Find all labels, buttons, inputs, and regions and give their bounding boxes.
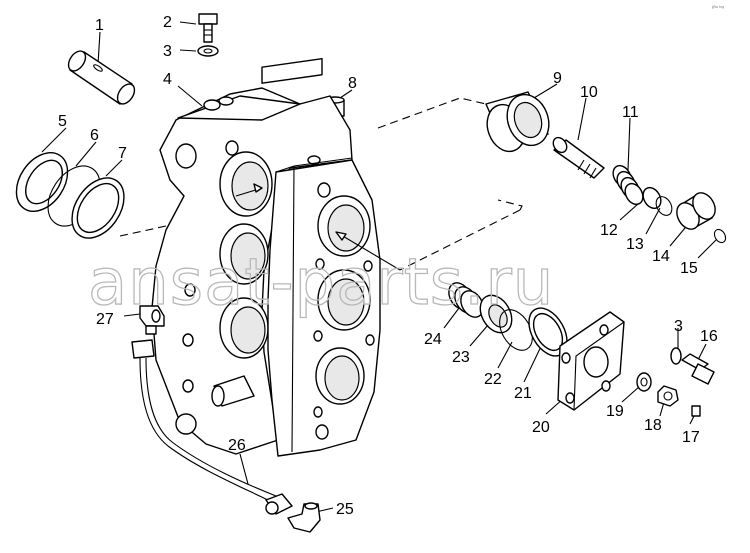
callout-8: 8	[348, 75, 357, 92]
part-14-cap	[676, 192, 716, 230]
callout-9: 9	[553, 70, 562, 87]
callout-13: 13	[626, 236, 644, 253]
part-23-piston	[479, 294, 513, 334]
callout-27: 27	[96, 311, 114, 328]
part-5-seal	[15, 152, 69, 212]
part-3-washer	[197, 45, 219, 57]
part-10-screw	[552, 136, 605, 179]
part-21-seal	[528, 307, 568, 357]
callout-5: 5	[58, 113, 67, 130]
callout-20: 20	[532, 419, 550, 436]
callout-labels: 1 2 3 4 5 6 7 8 9 10 11 12 13 14 15 3 16…	[58, 14, 718, 518]
part-16-bolt	[681, 353, 715, 385]
callout-17: 17	[682, 429, 700, 446]
corner-mark: #ᵗᵃ ᵇʳᵍ	[712, 5, 724, 11]
callout-18: 18	[644, 417, 662, 434]
callout-24: 24	[424, 331, 442, 348]
watermark: ansat-parts.ru	[88, 246, 554, 320]
part-25-elbow	[287, 502, 321, 533]
part-9-piston	[485, 91, 550, 153]
part-13-ring	[655, 196, 673, 216]
callout-6: 6	[90, 127, 99, 144]
callout-21: 21	[514, 385, 532, 402]
part-22-ring	[499, 309, 533, 351]
callout-26: 26	[228, 437, 246, 454]
part-2-bolt	[198, 13, 218, 43]
callout-23: 23	[452, 349, 470, 366]
callout-12: 12	[600, 222, 618, 239]
part-7-seal	[71, 177, 125, 239]
callout-1: 1	[95, 17, 104, 34]
part-12-washer	[642, 186, 662, 210]
part-11-spring	[612, 164, 644, 206]
part-17-plug	[691, 405, 701, 417]
callout-14: 14	[652, 248, 670, 265]
part-1-pin	[67, 50, 136, 105]
callout-10: 10	[580, 84, 598, 101]
part-20-cover	[557, 311, 625, 411]
callout-3-right: 3	[674, 318, 683, 335]
callout-15: 15	[680, 260, 698, 277]
part-18-nut	[657, 385, 679, 407]
part-3-washer-right	[670, 347, 682, 365]
callout-11: 11	[622, 104, 639, 121]
part-19-washer	[636, 372, 652, 392]
part-15-oring	[713, 228, 727, 244]
callout-2: 2	[163, 14, 172, 31]
part-26-pipe	[131, 339, 293, 515]
callout-16: 16	[700, 328, 718, 345]
callout-7: 7	[118, 145, 127, 162]
part-24-spring	[448, 282, 484, 318]
callout-4: 4	[163, 71, 172, 88]
callout-19: 19	[606, 403, 624, 420]
part-27-elbow	[139, 305, 165, 335]
caliper-housing	[151, 58, 401, 457]
callout-3: 3	[163, 43, 172, 60]
callout-25: 25	[336, 501, 354, 518]
callout-22: 22	[484, 371, 502, 388]
